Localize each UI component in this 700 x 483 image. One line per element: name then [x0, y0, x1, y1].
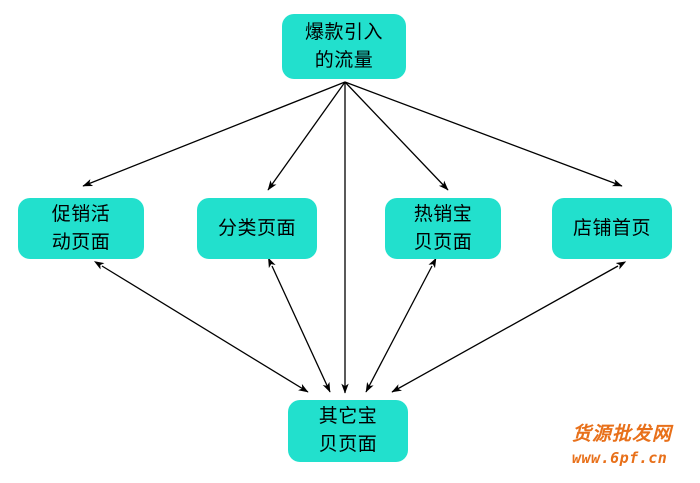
node-label-line: 爆款引入	[304, 20, 383, 43]
edge-top-to-hot	[344, 81, 449, 191]
node-label-line: 贝页面	[318, 433, 378, 455]
edge-top-to-category	[267, 81, 346, 191]
node-hot-item-page[interactable]: 热销宝 贝页面	[385, 198, 501, 259]
node-shop-homepage[interactable]: 店铺首页	[552, 198, 672, 259]
node-label-line: 分类页面	[217, 216, 296, 239]
edge-category-to-other	[268, 257, 331, 393]
node-traffic-source[interactable]: 爆款引入 的流量	[282, 14, 406, 79]
edge-top-to-home	[344, 81, 623, 187]
node-label-line: 热销宝	[413, 202, 473, 225]
watermark: 货源批发网 www.6pf.cn	[572, 423, 696, 468]
node-category-page[interactable]: 分类页面	[197, 198, 317, 259]
edge-top-to-promo	[82, 81, 346, 187]
node-label-line: 促销活	[51, 202, 111, 225]
node-label-line: 动页面	[51, 230, 111, 253]
node-label-line: 店铺首页	[572, 216, 651, 239]
node-label-line: 贝页面	[413, 230, 473, 253]
node-other-item-page[interactable]: 其它宝 贝页面	[288, 400, 408, 462]
node-label-line: 其它宝	[318, 405, 378, 428]
watermark-url: www.6pf.cn	[572, 448, 668, 467]
node-promotion-page[interactable]: 促销活 动页面	[18, 198, 144, 259]
edge-hot-to-other	[365, 257, 437, 393]
edge-promo-to-other	[93, 261, 309, 393]
node-label-line: 的流量	[314, 48, 374, 71]
watermark-site-name: 货源批发网	[572, 423, 673, 445]
edge-home-to-other	[391, 261, 627, 393]
